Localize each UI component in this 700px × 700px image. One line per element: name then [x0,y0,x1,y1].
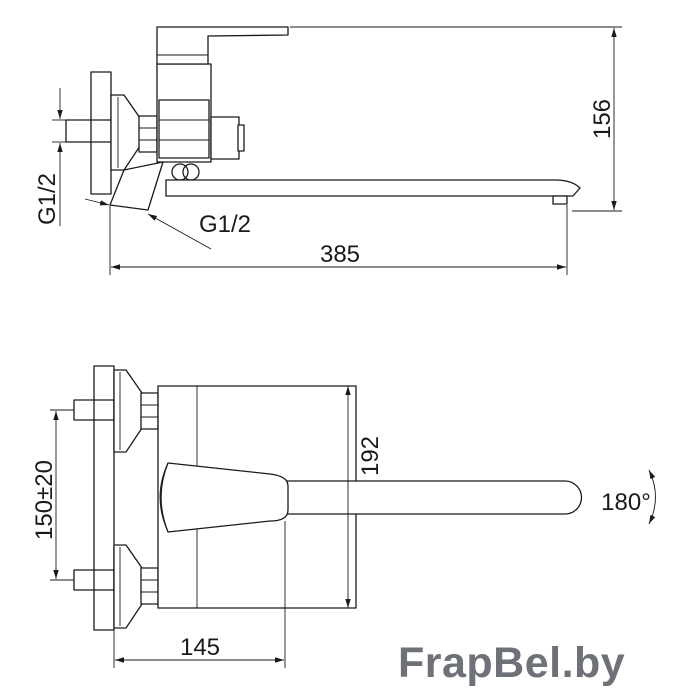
top-view: 192 150±20 145 180° [31,365,656,668]
dim-192-label: 192 [357,436,384,476]
diverter-knob [210,116,240,160]
lever-handle-top [160,462,289,533]
dim-145-label: 145 [180,634,220,661]
inlet-pipe [65,119,113,143]
wall-section [90,71,112,195]
rotation-arrow [648,469,656,525]
spout [165,179,581,197]
dim-385-label: 385 [320,241,360,268]
spout-top [269,480,583,515]
rotation-angle-label: 180° [601,489,651,516]
dim-g12-inlet-label: G1/2 [34,173,61,225]
lever-handle [156,26,289,65]
watermark-logo: FrapBel.by [398,639,626,687]
dim-g12-outlet-label: G1/2 [199,211,251,238]
hex-nut [138,115,158,153]
aerator [552,195,568,205]
outlet-connector [109,161,164,211]
dim-156-label: 156 [589,99,616,139]
side-view: 156 385 G1/2 G1/2 [34,26,622,275]
dim-150-20-label: 150±20 [31,460,58,540]
wall-section-top [93,365,115,631]
escutcheon-flange [110,94,141,171]
